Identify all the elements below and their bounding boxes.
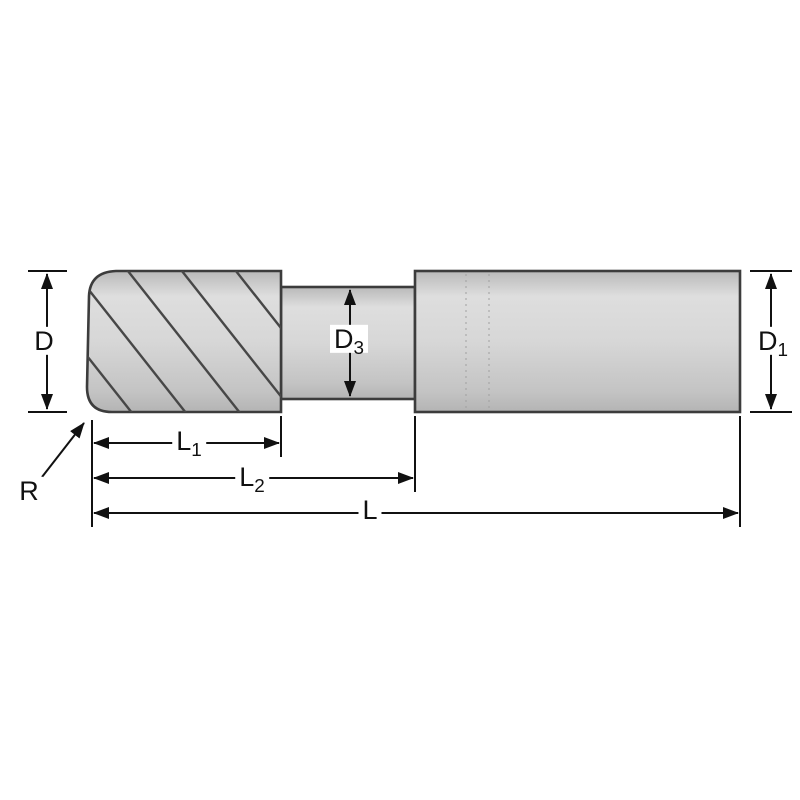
dim-label-d3: D3 <box>329 323 369 358</box>
shank-shading-lines <box>465 274 490 409</box>
dim-label-l1-text: L <box>176 425 192 456</box>
flute-lines <box>87 271 281 412</box>
dim-label-d3-sub: 3 <box>353 338 365 360</box>
radius-leader-line <box>41 422 85 478</box>
dim-label-r-text: R <box>19 475 39 506</box>
dim-label-l1: L1 <box>172 425 206 460</box>
dim-label-d: D <box>30 325 58 356</box>
dim-label-d3-text: D <box>333 323 354 354</box>
dim-label-d-text: D <box>34 325 54 356</box>
dim-label-l2: L2 <box>235 461 269 496</box>
dim-label-r: R <box>15 475 43 506</box>
dim-label-l: L <box>358 494 382 525</box>
dim-label-l1-sub: 1 <box>191 440 202 462</box>
dim-label-l2-text: L <box>239 461 255 492</box>
dim-label-l-text: L <box>362 494 378 525</box>
tool-shank <box>413 269 742 414</box>
dim-label-d1-sub: 1 <box>777 340 789 362</box>
dim-label-d1-text: D <box>757 325 778 356</box>
dim-label-d1: D1 <box>753 325 793 360</box>
dim-label-l2-sub: 2 <box>254 476 265 498</box>
